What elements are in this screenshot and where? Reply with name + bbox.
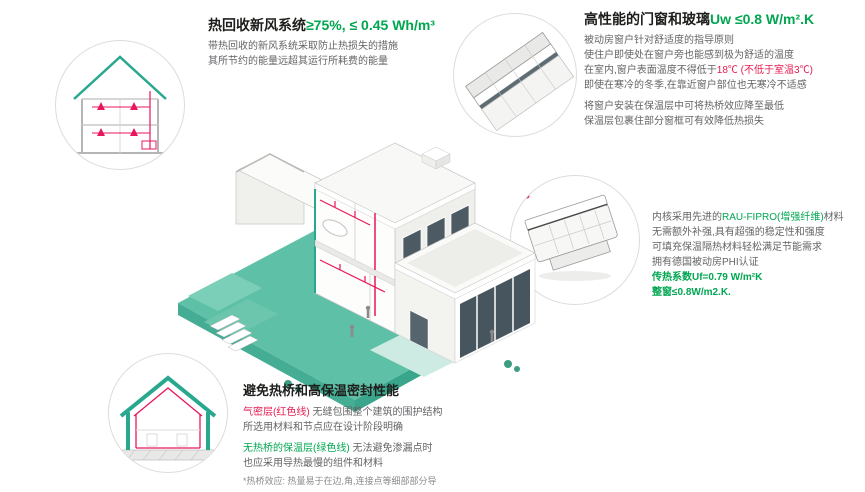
airtight-line-red — [133, 387, 203, 417]
note-line: 使住户即使处在窗户旁也能感到极为舒适的温度 — [584, 50, 794, 61]
person-figure — [489, 329, 495, 342]
note-line-text: 材料 — [823, 212, 844, 223]
insulation-line-green — [119, 375, 217, 418]
windows-metric: Uw ≤0.8 W/m².K — [710, 11, 815, 27]
terrace-stairs — [209, 314, 259, 352]
note-line-text: 在室内,窗户表面温度不得低于 — [584, 65, 717, 76]
thermal-body: 气密层(红色线) 无缝包围整个建筑的围护结构 所选用材料和节点应在设计阶段明确 … — [243, 405, 583, 489]
heat-recovery-body: 带热回收的新风系统采取防止热损失的措施 其所节约的能量远超其运行所耗费的能量 — [208, 39, 538, 69]
profile-note: 内核采用先进的RAU-FIPRO(增强纤维)材料 无需额外补强,具有超强的稳定性… — [652, 210, 865, 300]
thermal-footnote: *热桥效应: 热量易于在边,角,连接点等细部部分导 — [243, 476, 437, 486]
heat-recovery-title-text: 热回收新风系统 — [208, 17, 306, 33]
thermal-bridge-illustration — [108, 353, 228, 473]
heat-recovery-note: 热回收新风系统≥75%, ≤ 0.45 Wh/m³ 带热回收的新风系统采取防止热… — [208, 16, 538, 69]
note-line: 也应采用导热最慢的组件和材料 — [243, 458, 383, 469]
uf-value: 传热系数Uf=0.79 W/m²K — [652, 272, 763, 283]
window-profile-icon — [524, 193, 618, 281]
note-line-text: 无法避免渗漏点时 — [349, 443, 433, 454]
isometric-house-illustration — [170, 88, 542, 420]
note-line: 可填充保温隔热材料轻松满足节能需求 — [652, 242, 822, 253]
glass-door — [409, 310, 429, 350]
insulation-layer-label: 无热桥的保温层(绿色线) — [243, 443, 350, 454]
note-line: 拥有德国被动房PHI认证 — [652, 257, 759, 268]
heat-recovery-illustration — [55, 40, 185, 170]
bathtub — [322, 219, 348, 237]
isometric-house-icon — [178, 142, 536, 412]
temperature-highlight: 18℃ (不低于室温3℃) — [716, 65, 813, 76]
person-figure — [349, 324, 355, 337]
heat-recovery-metric: ≥75%, ≤ 0.45 Wh/m³ — [306, 17, 435, 33]
note-line: 所选用材料和节点应在设计阶段明确 — [243, 422, 403, 433]
bush-icon — [295, 386, 301, 392]
thermal-title: 避免热桥和高保温密封性能 — [243, 383, 400, 398]
air-arrow-icon — [97, 102, 105, 110]
uw-whole-window-value: 整窗≤0.8W/m2.K. — [652, 287, 731, 298]
profile-body: 内核采用先进的RAU-FIPRO(增强纤维)材料 无需额外补强,具有超强的稳定性… — [652, 210, 865, 300]
note-line: 带热回收的新风系统采取防止热损失的措施 — [208, 41, 398, 52]
window-corner-illustration — [453, 13, 577, 137]
air-arrow-icon — [130, 128, 138, 136]
windows-note: 高性能的门窗和玻璃Uw ≤0.8 W/m².K 被动房窗户针对舒适度的指导原则 … — [584, 10, 862, 129]
foundation-slab — [120, 449, 216, 461]
air-arrow-icon — [97, 128, 105, 136]
bush-icon — [284, 380, 292, 388]
house-section-icon — [70, 55, 170, 154]
note-line-text: 无缝包围整个建筑的围护结构 — [309, 407, 443, 418]
note-line: 其所节约的能量远超其运行所耗费的能量 — [208, 56, 388, 67]
note-line: 无需额外补强,具有超强的稳定性和强度 — [652, 227, 825, 238]
note-line: 无热桥的保温层(绿色线) 无法避免渗漏点时 — [243, 441, 583, 456]
material-highlight: RAU-FIPRO(增强纤维) — [722, 212, 824, 223]
airtight-layer-label: 气密层(红色线) — [243, 407, 310, 418]
windows-title-text: 高性能的门窗和玻璃 — [584, 11, 710, 27]
insulated-house-icon — [119, 375, 217, 461]
glass-wing — [394, 222, 536, 364]
roof-line — [73, 55, 167, 100]
bush-icon — [504, 360, 512, 368]
ventilation-ducts — [319, 199, 386, 316]
note-line-text: 内核采用先进的 — [652, 212, 722, 223]
air-arrow-icon — [130, 102, 138, 110]
windows-title: 高性能的门窗和玻璃Uw ≤0.8 W/m².K — [584, 10, 862, 28]
note-line: 在室内,窗户表面温度不得低于18℃ (不低于室温3℃) — [584, 63, 862, 78]
note-line: 即使在寒冷的冬季,在靠近窗户部位也无寒冷不适感 — [584, 80, 807, 91]
note-line: 被动房窗户针对舒适度的指导原则 — [584, 35, 734, 46]
gasket-line — [527, 203, 608, 231]
person-figure — [365, 305, 371, 318]
thermal-note: 避免热桥和高保温密封性能 气密层(红色线) 无缝包围整个建筑的围护结构 所选用材… — [243, 382, 583, 489]
note-line: 内核采用先进的RAU-FIPRO(增强纤维)材料 — [652, 210, 865, 225]
note-line: 气密层(红色线) 无缝包围整个建筑的围护结构 — [243, 405, 583, 420]
bush-icon — [514, 366, 520, 372]
window-corner-icon — [465, 31, 575, 132]
note-line: 保温层包裹住部分窗框可有效降低热损失 — [584, 116, 764, 127]
windows-body: 被动房窗户针对舒适度的指导原则 使住户即使处在窗户旁也能感到极为舒适的温度 在室… — [584, 33, 862, 129]
heat-recovery-title: 热回收新风系统≥75%, ≤ 0.45 Wh/m³ — [208, 16, 538, 34]
note-line: 将窗户安装在保温层中可将热桥效应降至最低 — [584, 101, 784, 112]
heat-exchanger-unit — [141, 140, 157, 150]
